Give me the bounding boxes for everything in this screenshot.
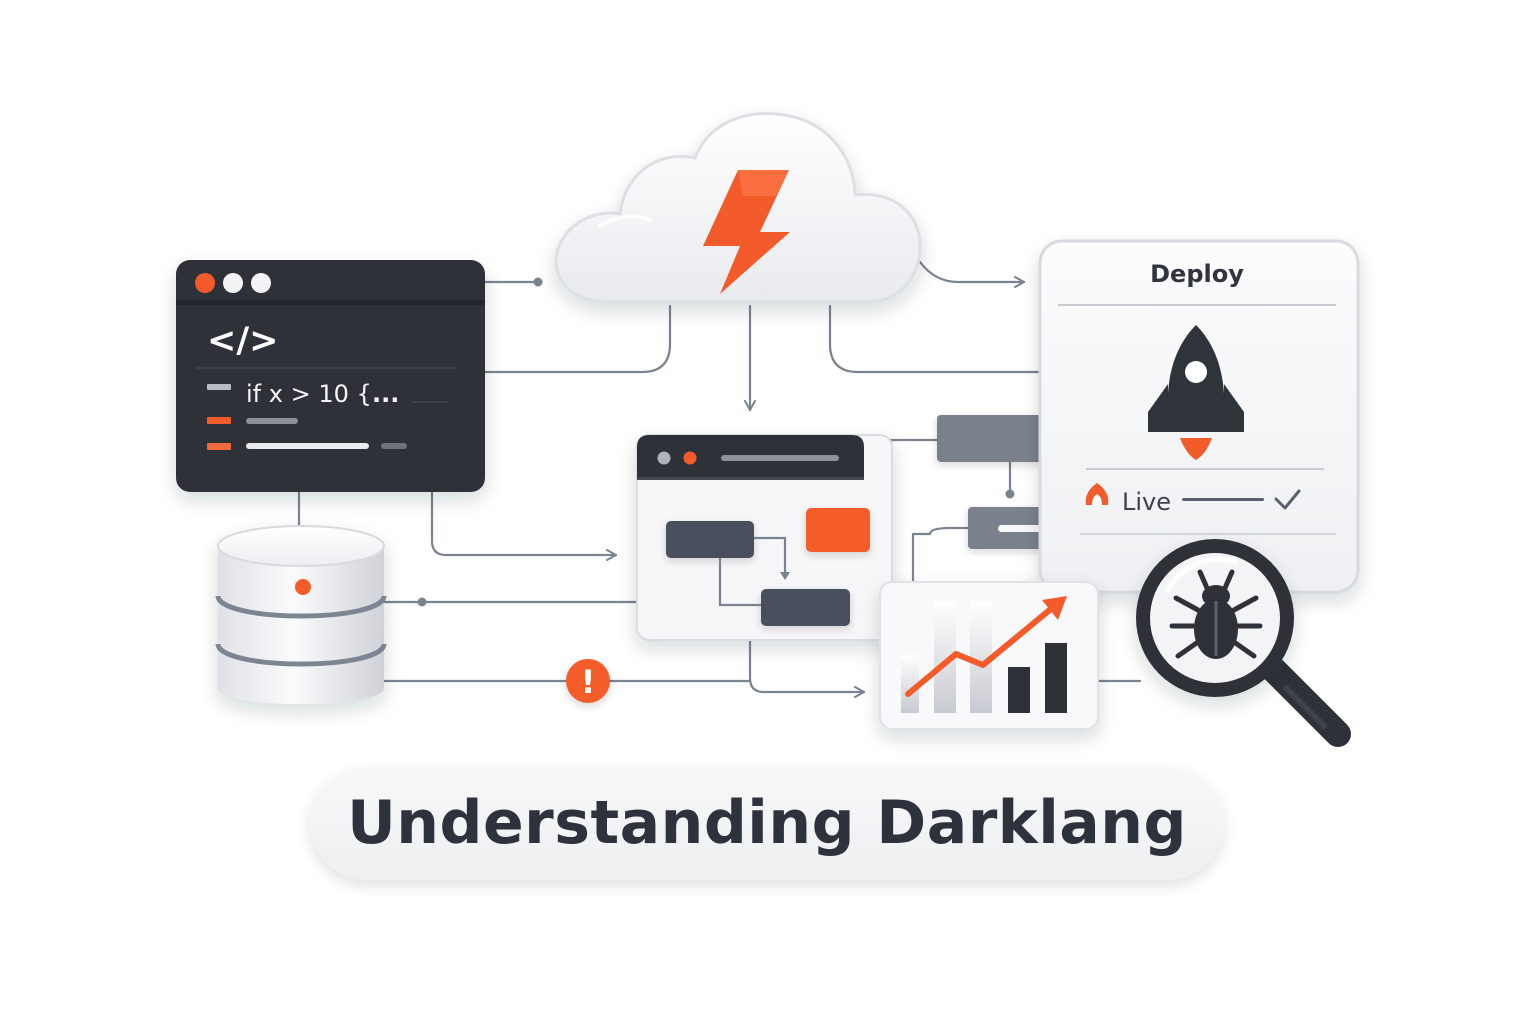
page-title: Understanding Darklang: [347, 788, 1187, 858]
rocket-icon: [1148, 325, 1244, 460]
connector-dot: [1005, 489, 1015, 499]
window-dot-close-icon: [195, 273, 215, 293]
bar-chart-icon: [879, 581, 1099, 730]
code-line-text: if x > 10 {: [246, 380, 372, 408]
deploy-heading: Deploy: [1150, 260, 1244, 288]
connector-editor-to-app: [430, 490, 618, 561]
code-line-placeholder: [246, 443, 369, 449]
chart-bar: [1008, 667, 1030, 713]
connector-dot: [417, 597, 427, 607]
code-line-marker: [207, 384, 231, 390]
chart-bar: [901, 655, 919, 713]
code-line-placeholder: [381, 443, 407, 449]
title-banner: Understanding Darklang: [310, 766, 1224, 880]
database-icon: [215, 525, 387, 704]
deploy-panel: Deploy Live: [1038, 239, 1360, 594]
chart-bar: [970, 601, 992, 713]
window-dot-maximize-icon: [251, 273, 271, 293]
warning-icon: !: [566, 659, 610, 703]
connector-cloud-to-deploy: [918, 260, 1026, 288]
chart-bar: [1045, 643, 1067, 713]
code-ellipsis: ...: [372, 380, 399, 408]
connector-app-to-chart: [748, 638, 866, 698]
flow-block: [666, 521, 754, 558]
database-status-dot: [295, 579, 311, 595]
code-line-marker: [207, 417, 231, 424]
flow-block-highlight: [806, 508, 870, 552]
lightning-bolt-icon: [703, 170, 790, 294]
address-bar: [721, 455, 839, 461]
check-icon: [1274, 489, 1301, 510]
flow-block: [761, 589, 850, 626]
connector-node-to-app: [848, 526, 970, 606]
code-editor-window: </> if x > 10 { ...: [176, 260, 485, 492]
code-tag-glyph: </>: [207, 321, 278, 361]
code-line-marker: [207, 443, 231, 450]
app-window: [636, 434, 893, 641]
connector-cloud-to-panel: [828, 304, 1042, 374]
trend-arrow: [905, 605, 1055, 697]
bug-icon: [1169, 569, 1263, 659]
window-dot-minimize-icon: [223, 273, 243, 293]
connector-dot: [533, 277, 543, 287]
connector-cloud-to-editor: [483, 304, 672, 374]
window-dot-icon: [683, 451, 697, 465]
chart-bar: [934, 601, 956, 713]
code-line-placeholder: [246, 418, 298, 424]
warning-glyph: !: [581, 663, 596, 701]
window-dot-icon: [657, 451, 671, 465]
status-label-live: Live: [1122, 488, 1171, 516]
